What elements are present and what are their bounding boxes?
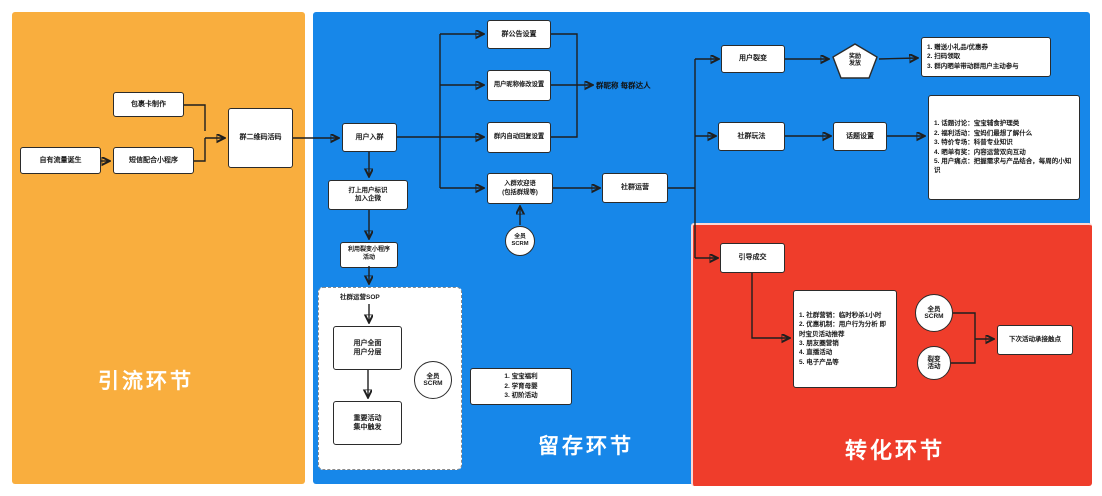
topic-item: 5. 用户痛点：把握需求与产品结合，每周的小知识 xyxy=(934,157,1072,175)
topic-setting-label: 话题设置 xyxy=(846,132,874,140)
sms-mini-program-label: 短信配合小程序 xyxy=(129,156,178,164)
user-layering-line1: 用户全面 xyxy=(353,339,382,347)
scrm-circle-retention-1-line1: 全员 xyxy=(426,372,440,380)
nickname-setting-node: 用户昵称修改设置 xyxy=(487,70,551,101)
nickname-setting-label: 用户昵称修改设置 xyxy=(493,81,545,89)
package-card-node: 包裹卡制作 xyxy=(113,92,184,117)
key-activity-line1: 重要活动 xyxy=(353,414,382,422)
auto-reply-label: 群内自动回复设置 xyxy=(493,133,545,141)
scrm-circle-retention-2-line1: 全员 xyxy=(514,234,526,241)
group-play-label: 社群玩法 xyxy=(737,132,766,140)
user-fission-node: 用户裂变 xyxy=(721,45,785,73)
fission-activity-line1: 裂变 xyxy=(927,355,941,363)
next-touchpoint-label: 下次活动承接触点 xyxy=(1009,335,1061,343)
acquisition-phase-title: 引流环节 xyxy=(98,370,194,393)
topic-detail-list: 1. 话题讨论：宝宝辅食护理类 2. 福利活动：宝妈们最想了解什么 3. 特价专… xyxy=(928,95,1080,200)
content-category-item: 2. 学育母婴 xyxy=(504,382,538,390)
mini-program-activity-node: 利用裂变小程序 活动 xyxy=(340,242,398,268)
reward-item: 1. 赠送小礼品/优惠券 xyxy=(927,43,989,51)
nickname-achiever-note: 群昵称 每群达人 xyxy=(596,81,651,90)
auto-reply-node: 群内自动回复设置 xyxy=(487,122,551,153)
reward-detail-list: 1. 赠送小礼品/优惠券 2. 扫码领取 3. 群内晒单带动群用户主动参与 xyxy=(921,37,1051,77)
acquisition-phase-panel xyxy=(12,12,305,484)
next-touchpoint-node: 下次活动承接触点 xyxy=(997,325,1073,355)
topic-setting-node: 话题设置 xyxy=(833,122,887,151)
guide-deal-label: 引导成交 xyxy=(738,254,767,262)
conversion-phase-title: 转化环节 xyxy=(845,438,946,463)
mini-program-activity-line1: 利用裂变小程序 xyxy=(347,247,390,254)
tag-user-label-line2: 加入企微 xyxy=(355,195,381,202)
content-category-item: 3. 初阶活动 xyxy=(504,392,538,400)
pentagon-shape xyxy=(832,43,878,79)
topic-item: 4. 晒单有奖：内容运营双向互动 xyxy=(934,148,1026,156)
key-activity-node: 重要活动 集中触发 xyxy=(333,401,402,445)
tactic-item: 3. 朋友圈营销 xyxy=(799,340,839,347)
sop-label: 社群运营SOP xyxy=(338,291,382,301)
welcome-message-node: 入群欢迎语 (包括群规等) xyxy=(487,173,553,204)
user-layering-line2: 用户分层 xyxy=(353,349,382,356)
order-source-node: 自有流量诞生 xyxy=(20,147,101,174)
reward-item: 3. 群内晒单带动群用户主动参与 xyxy=(927,62,1019,70)
reward-pentagon-line2: 发放 xyxy=(848,61,861,67)
mini-program-activity-line2: 活动 xyxy=(362,255,375,261)
fission-activity-line2: 活动 xyxy=(927,363,941,370)
scrm-circle-retention-2: 全员 SCRM xyxy=(505,226,535,256)
scrm-circle-retention-1: 全员 SCRM xyxy=(414,361,452,399)
scrm-circle-retention-1-line2: SCRM xyxy=(423,380,443,387)
group-announcement-label: 群公告设置 xyxy=(501,30,537,38)
scrm-circle-conversion: 全员 SCRM xyxy=(915,294,953,332)
topic-item: 1. 话题讨论：宝宝辅食护理类 xyxy=(934,120,1020,128)
group-play-node: 社群玩法 xyxy=(718,122,785,151)
tactic-item: 4. 直播活动 xyxy=(799,349,833,357)
conversion-tactic-list: 1. 社群营销：临时秒杀1小时 2. 优惠机制：用户行为分析 即时宝贝活动推荐 … xyxy=(793,290,897,388)
reward-pentagon-line1: 奖励 xyxy=(848,53,861,60)
join-group-label: 用户入群 xyxy=(355,133,384,141)
group-qr-code-label: 群二维码活码 xyxy=(239,134,282,142)
scrm-circle-conversion-line1: 全员 xyxy=(927,305,941,313)
welcome-message-line1: 入群欢迎语 xyxy=(504,180,536,188)
topic-item: 2. 福利活动：宝妈们最想了解什么 xyxy=(934,129,1033,137)
scrm-circle-retention-2-line2: SCRM xyxy=(511,241,529,247)
guide-deal-node: 引导成交 xyxy=(720,243,785,273)
group-qr-code-node: 群二维码活码 xyxy=(228,108,293,168)
fission-activity-circle: 裂变 活动 xyxy=(917,346,951,380)
community-ops-node: 社群运营 xyxy=(602,173,668,203)
community-ops-label: 社群运营 xyxy=(621,184,649,192)
tactic-item: 5. 电子产品等 xyxy=(799,358,839,366)
reward-pentagon-node: 奖励 发放 xyxy=(831,42,879,80)
key-activity-line2: 集中触发 xyxy=(353,424,382,431)
retention-phase-title: 留存环节 xyxy=(538,435,634,458)
user-layering-node: 用户全面 用户分层 xyxy=(333,326,402,370)
tactic-item: 1. 社群营销：临时秒杀1小时 xyxy=(799,311,882,319)
scrm-circle-conversion-line2: SCRM xyxy=(924,313,944,320)
sms-mini-program-node: 短信配合小程序 xyxy=(113,147,194,174)
reward-item: 2. 扫码领取 xyxy=(927,53,961,61)
order-source-label: 自有流量诞生 xyxy=(39,156,82,164)
user-fission-label: 用户裂变 xyxy=(739,55,767,63)
group-announcement-node: 群公告设置 xyxy=(487,20,551,49)
topic-item: 3. 特价专场：科普专业知识 xyxy=(934,139,1013,147)
tag-user-label-line1: 打上用户标识 xyxy=(348,186,388,194)
tag-user-node: 打上用户标识 加入企微 xyxy=(328,180,408,210)
welcome-message-line2: (包括群规等) xyxy=(502,188,538,196)
tactic-item: 2. 优惠机制：用户行为分析 即时宝贝活动推荐 xyxy=(799,321,887,338)
join-group-node: 用户入群 xyxy=(342,123,397,152)
content-category-item: 1. 宝宝福利 xyxy=(504,373,538,381)
package-card-label: 包裹卡制作 xyxy=(131,100,166,108)
content-category-list: 1. 宝宝福利 2. 学育母婴 3. 初阶活动 xyxy=(470,368,572,405)
